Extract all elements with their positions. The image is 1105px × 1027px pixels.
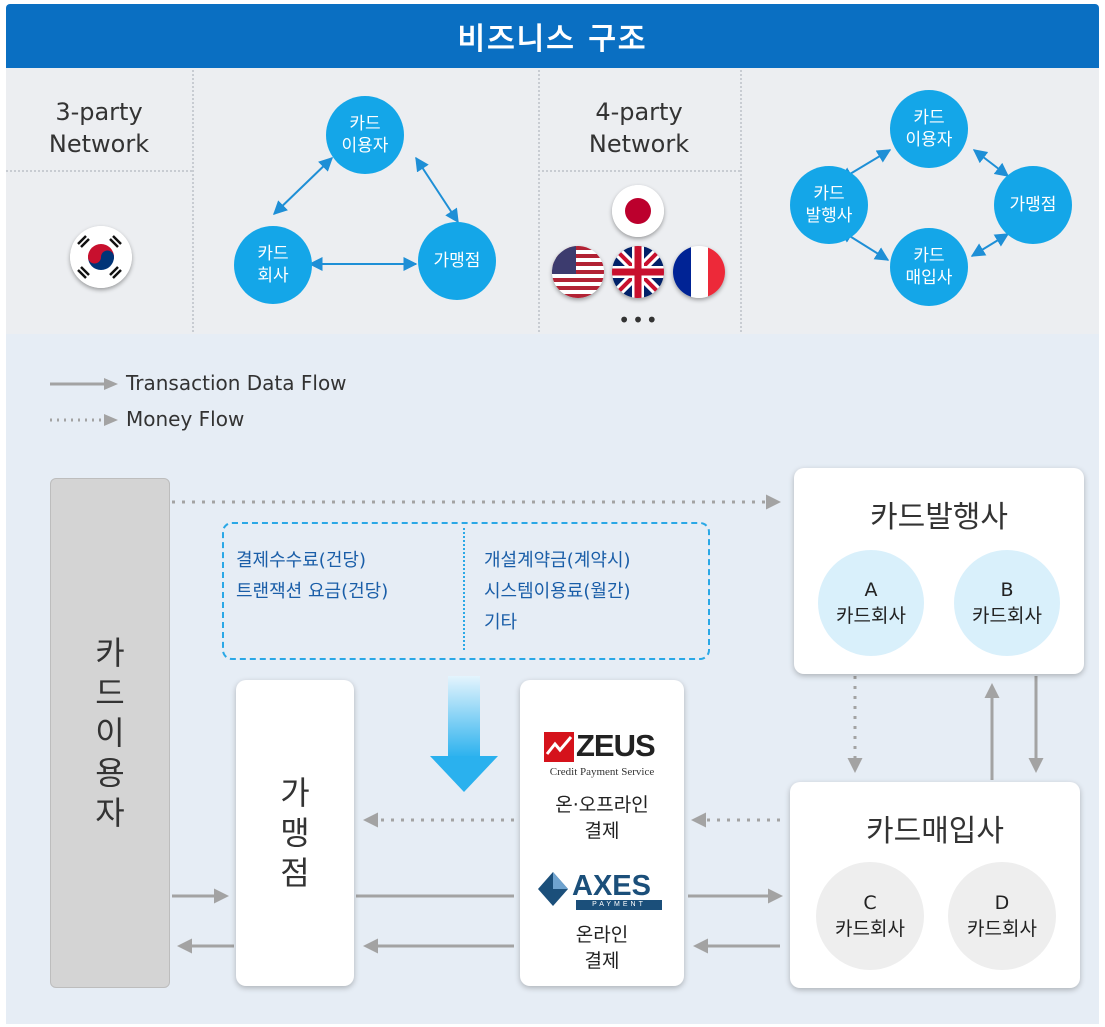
- usa-flag-icon: [552, 246, 604, 298]
- divider: [463, 528, 465, 650]
- merchant-node: 가맹점: [994, 166, 1072, 244]
- card-user-box: 카 드 이 용 자: [50, 478, 170, 988]
- card-issuer-node: 카드 발행사: [790, 166, 868, 244]
- axes-description: 온라인 결제: [575, 924, 629, 972]
- card-user-node: 카드 이용자: [326, 96, 404, 174]
- france-flag-icon: [673, 246, 725, 298]
- divider: [6, 170, 192, 172]
- card-acquirer-title: 카드매입사: [866, 814, 1004, 849]
- japan-flag-icon: [612, 185, 664, 237]
- card-company-b: B 카드회사: [954, 550, 1060, 656]
- zeus-logo-icon: [544, 732, 574, 762]
- card-acquirer-node: 카드 매입사: [890, 228, 968, 306]
- merchant-node: 가맹점: [418, 222, 496, 300]
- zeus-description: 온·오프라인 결제: [555, 794, 649, 842]
- card-user-node: 카드 이용자: [890, 90, 968, 168]
- korea-flag-icon: [70, 226, 132, 288]
- fee-list-right: 개설계약금(계약시) 시스템이용료(월간) 기타: [484, 550, 631, 633]
- legend-arrows: [50, 378, 118, 426]
- card-company-node: 카드 회사: [234, 226, 312, 304]
- merchant-box: 가 맹 점: [236, 680, 354, 986]
- payment-provider-box: [520, 680, 684, 986]
- legend-transaction: Transaction Data Flow: [126, 371, 347, 395]
- zeus-tagline: Credit Payment Service: [549, 766, 655, 778]
- card-company-c: C 카드회사: [816, 862, 924, 970]
- divider: [538, 170, 740, 172]
- four-party-label: 4-party Network: [588, 98, 690, 158]
- fee-list-left: 결제수수료(건당) 트랜잭션 요금(건당): [236, 550, 389, 602]
- page-title: 비즈니스 구조: [6, 4, 1099, 68]
- more-indicator: •••: [618, 308, 660, 332]
- divider: [740, 70, 742, 332]
- three-party-label: 3-party Network: [48, 98, 150, 158]
- zeus-logo: ZEUS: [544, 728, 662, 764]
- card-issuer-title: 카드발행사: [870, 500, 1008, 535]
- fee-box: [222, 522, 710, 660]
- axes-logo-icon: [538, 872, 568, 906]
- axes-logo: AXES PAYMENT: [538, 870, 666, 912]
- divider: [538, 70, 540, 332]
- divider: [192, 70, 194, 332]
- card-company-a: A 카드회사: [818, 550, 924, 656]
- three-party-arrows: [272, 156, 459, 271]
- card-company-d: D 카드회사: [948, 862, 1056, 970]
- legend-money: Money Flow: [126, 407, 245, 431]
